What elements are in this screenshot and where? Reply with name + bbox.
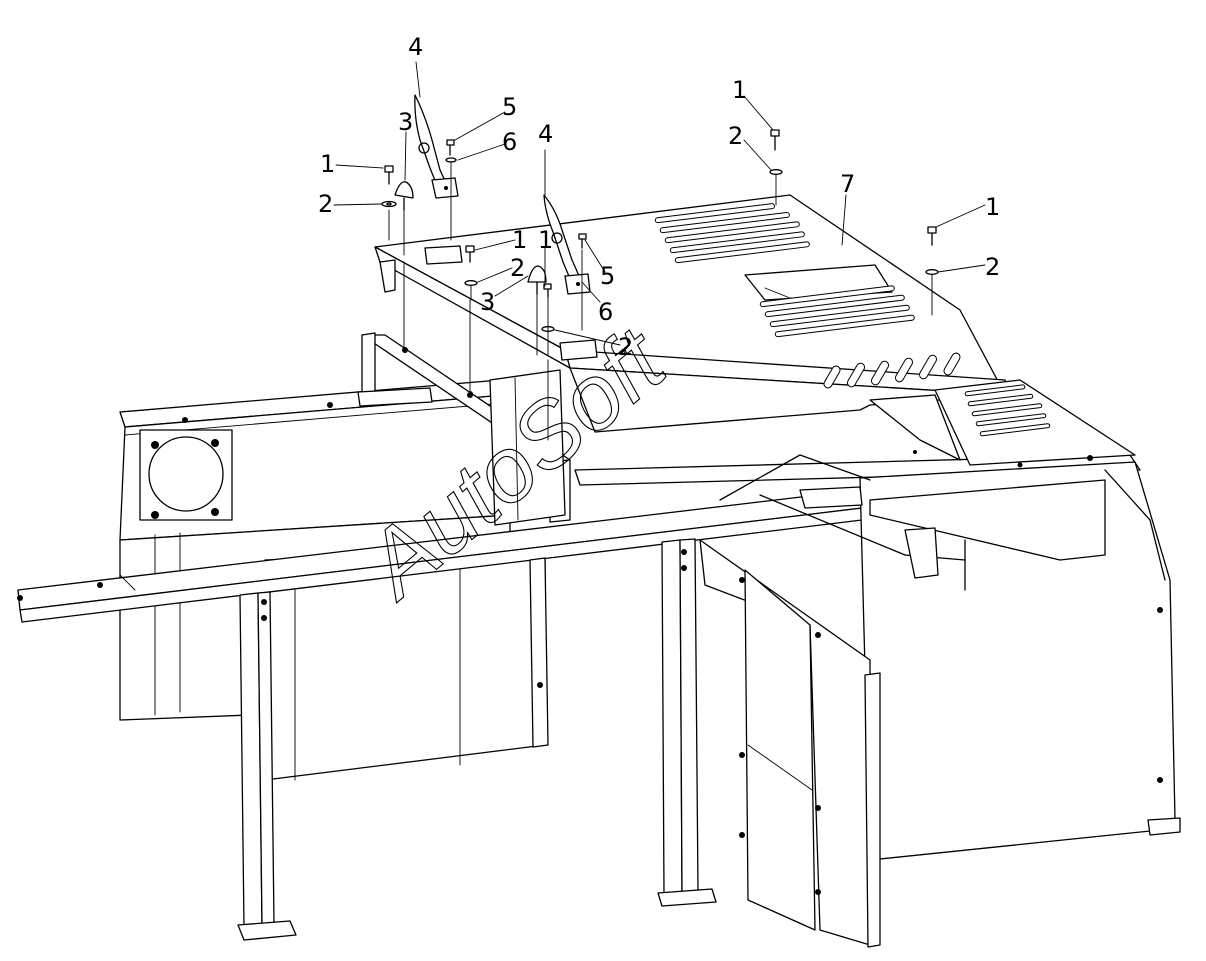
callout-2: 2 <box>985 253 1000 281</box>
front-louvers <box>823 352 961 389</box>
callout-2: 2 <box>618 333 633 361</box>
callout-1: 1 <box>732 76 747 104</box>
callout-3: 3 <box>480 288 495 316</box>
callout-3: 3 <box>398 108 413 136</box>
callout-5: 5 <box>600 262 615 290</box>
center-support-bracket <box>357 332 571 526</box>
assembly-lines <box>388 161 933 441</box>
hardware-bolts-washers <box>381 129 939 332</box>
callout-7: 7 <box>840 170 855 198</box>
callout-1: 1 <box>985 193 1000 221</box>
right-legs <box>657 538 717 907</box>
callout-5: 5 <box>502 93 517 121</box>
callout-2: 2 <box>728 122 743 150</box>
callout-2: 2 <box>510 254 525 282</box>
left-legs <box>237 557 549 941</box>
front-rail <box>17 489 863 623</box>
callout-4: 4 <box>408 33 423 61</box>
callout-1: 1 <box>320 150 335 178</box>
callout-2: 2 <box>318 190 333 218</box>
callout-6: 6 <box>502 128 517 156</box>
right-enclosure <box>574 454 1181 948</box>
callout-numbers: 1 2 3 4 5 6 4 1 2 3 1 5 6 2 1 2 7 1 2 <box>318 33 1000 361</box>
latch-handles <box>414 94 591 295</box>
callout-1: 1 <box>538 226 553 254</box>
callout-leaders <box>333 61 986 346</box>
callout-6: 6 <box>598 298 613 326</box>
cooling-slots <box>654 203 915 338</box>
callout-1: 1 <box>512 226 527 254</box>
side-vent-slots <box>964 384 1051 437</box>
top-cover-panel <box>374 194 1136 468</box>
callout-4: 4 <box>538 120 553 148</box>
